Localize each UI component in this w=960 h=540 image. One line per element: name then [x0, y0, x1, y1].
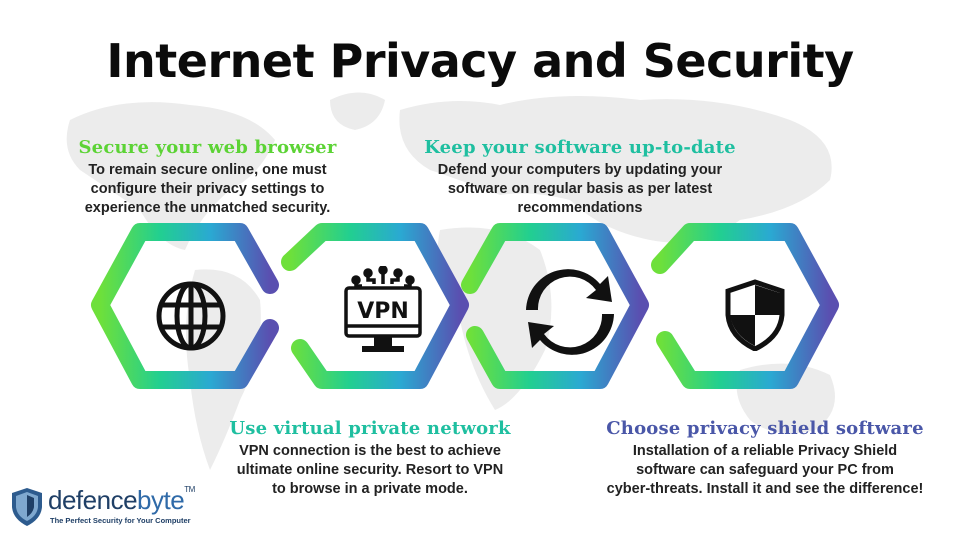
- logo-trademark: TM: [184, 485, 195, 494]
- step-privacy-shield: Choose privacy shield software Installat…: [575, 418, 955, 499]
- vpn-icon-label: VPN: [357, 299, 409, 324]
- step-heading: Use virtual private network: [229, 418, 511, 439]
- hexagon-4: [651, 223, 839, 389]
- brand-logo[interactable]: defencebyteTM The Perfect Security for Y…: [10, 485, 225, 531]
- step-description-line: VPN connection is the best to achieve: [239, 443, 501, 459]
- step-description: Installation of a reliable Privacy Shiel…: [575, 442, 955, 499]
- sync-arrows-icon: [526, 269, 614, 355]
- hexagon-3: [461, 223, 649, 389]
- page-title: Internet Privacy and Security: [106, 34, 854, 88]
- step-description-line: cyber-threats. Install it and see the di…: [606, 481, 924, 497]
- logo-name-part2: byte: [137, 485, 185, 515]
- step-description-line: software can safeguard your PC from: [636, 462, 894, 478]
- hexagon-2: [281, 223, 469, 389]
- shield-logo-icon: [12, 488, 42, 526]
- step-description-line: To remain secure online, one must: [88, 162, 327, 178]
- step-heading: Choose privacy shield software: [606, 418, 924, 439]
- step-description-line: Installation of a reliable Privacy Shiel…: [632, 443, 898, 459]
- step-description-line: experience the unmatched security.: [84, 200, 331, 216]
- step-description-line: software on regular basis as per latest: [447, 181, 713, 197]
- step-description-line: ultimate online security. Resort to VPN: [236, 462, 504, 478]
- step-description: Defend your computers by updating your s…: [410, 161, 750, 218]
- logo-wordmark: defencebyteTM: [48, 485, 195, 516]
- step-use-vpn: Use virtual private network VPN connecti…: [210, 418, 530, 499]
- step-description-line: configure their privacy settings to: [90, 181, 325, 197]
- step-heading: Keep your software up-to-date: [424, 137, 736, 158]
- step-description: To remain secure online, one must config…: [55, 161, 360, 218]
- globe-icon: [156, 281, 226, 351]
- step-secure-browser: Secure your web browser To remain secure…: [55, 137, 360, 218]
- step-heading: Secure your web browser: [78, 137, 337, 158]
- logo-tagline: The Perfect Security for Your Computer: [50, 516, 191, 525]
- shield-icon: [725, 279, 785, 351]
- hexagon-1: [91, 223, 279, 389]
- vpn-monitor-icon: VPN: [344, 266, 422, 352]
- step-update-software: Keep your software up-to-date Defend you…: [410, 137, 750, 218]
- logo-name-part1: defence: [48, 485, 138, 515]
- step-description-line: to browse in a private mode.: [272, 481, 468, 497]
- step-description-line: recommendations: [517, 200, 643, 216]
- step-description-line: Defend your computers by updating your: [437, 162, 723, 178]
- step-description: VPN connection is the best to achieve ul…: [210, 442, 530, 499]
